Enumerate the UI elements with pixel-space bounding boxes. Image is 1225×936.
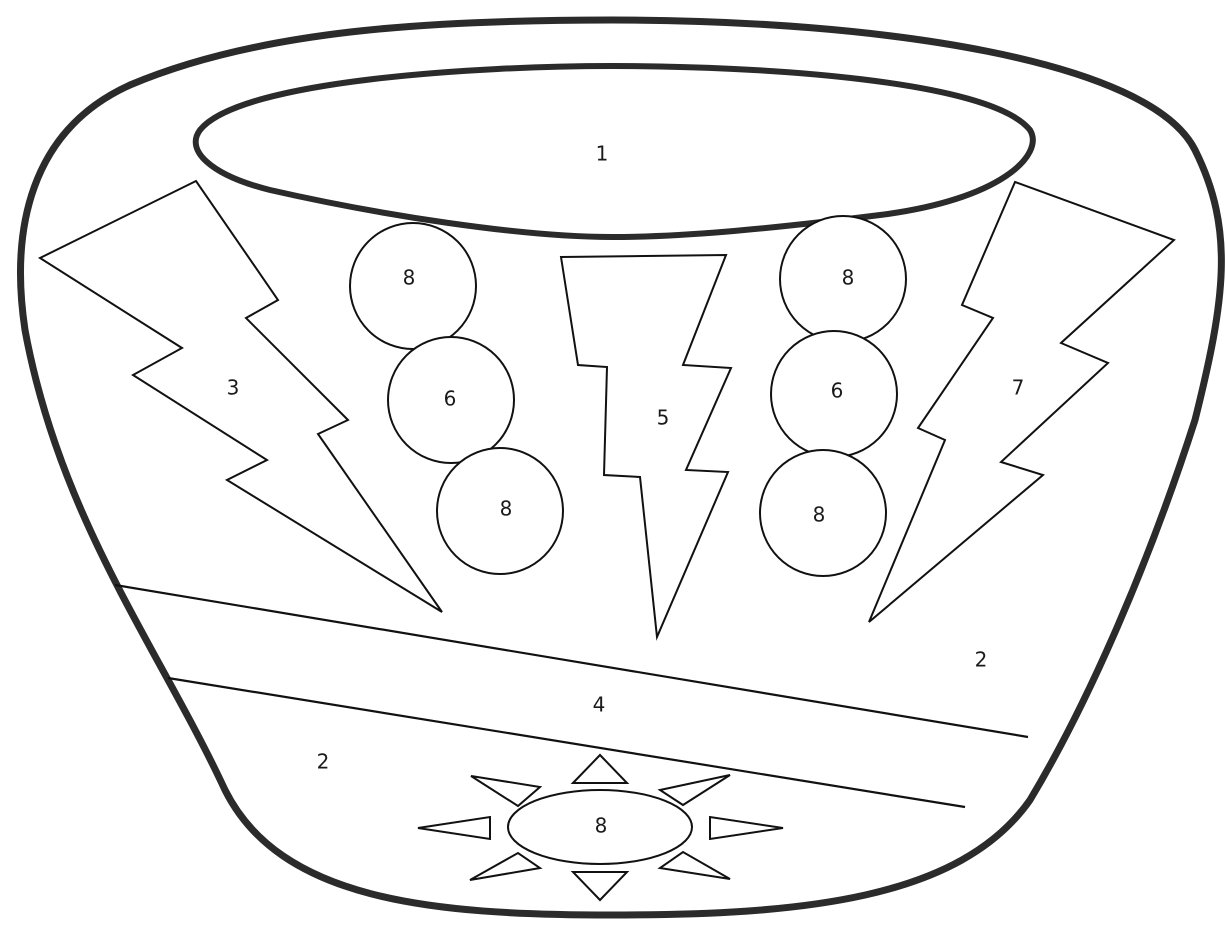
sun-ray-lower-left bbox=[470, 853, 540, 880]
label-right-circle-bottom: 8 bbox=[813, 503, 826, 527]
sun-ray-bottom bbox=[573, 872, 627, 900]
center-lightning-bolt bbox=[561, 255, 731, 637]
sun-ray-upper-left bbox=[471, 776, 540, 806]
label-sun-center: 8 bbox=[595, 814, 608, 838]
sun-ray-upper-right bbox=[660, 775, 730, 805]
label-left-circle-middle: 6 bbox=[444, 387, 457, 411]
band-lower-line bbox=[168, 678, 965, 807]
label-band: 4 bbox=[593, 693, 606, 717]
label-left-circle-top: 8 bbox=[403, 266, 416, 290]
label-rim-opening: 1 bbox=[596, 142, 609, 166]
sun-ray-left bbox=[418, 817, 490, 839]
sun-ray-lower-right bbox=[660, 852, 730, 879]
label-right-lightning: 7 bbox=[1012, 376, 1025, 400]
band-upper-line bbox=[115, 585, 1028, 737]
right-lightning-bolt bbox=[869, 182, 1174, 622]
label-left-lightning: 3 bbox=[227, 376, 240, 400]
label-body-upper-right: 2 bbox=[975, 648, 988, 672]
sun-ray-right bbox=[710, 817, 783, 839]
label-body-lower-left: 2 bbox=[317, 750, 330, 774]
label-right-circle-middle: 6 bbox=[831, 379, 844, 403]
sun-ray-top bbox=[573, 755, 627, 783]
label-center-lightning: 5 bbox=[657, 406, 670, 430]
label-left-circle-bottom: 8 bbox=[500, 497, 513, 521]
rim-opening bbox=[196, 66, 1033, 237]
label-right-circle-top: 8 bbox=[842, 266, 855, 290]
